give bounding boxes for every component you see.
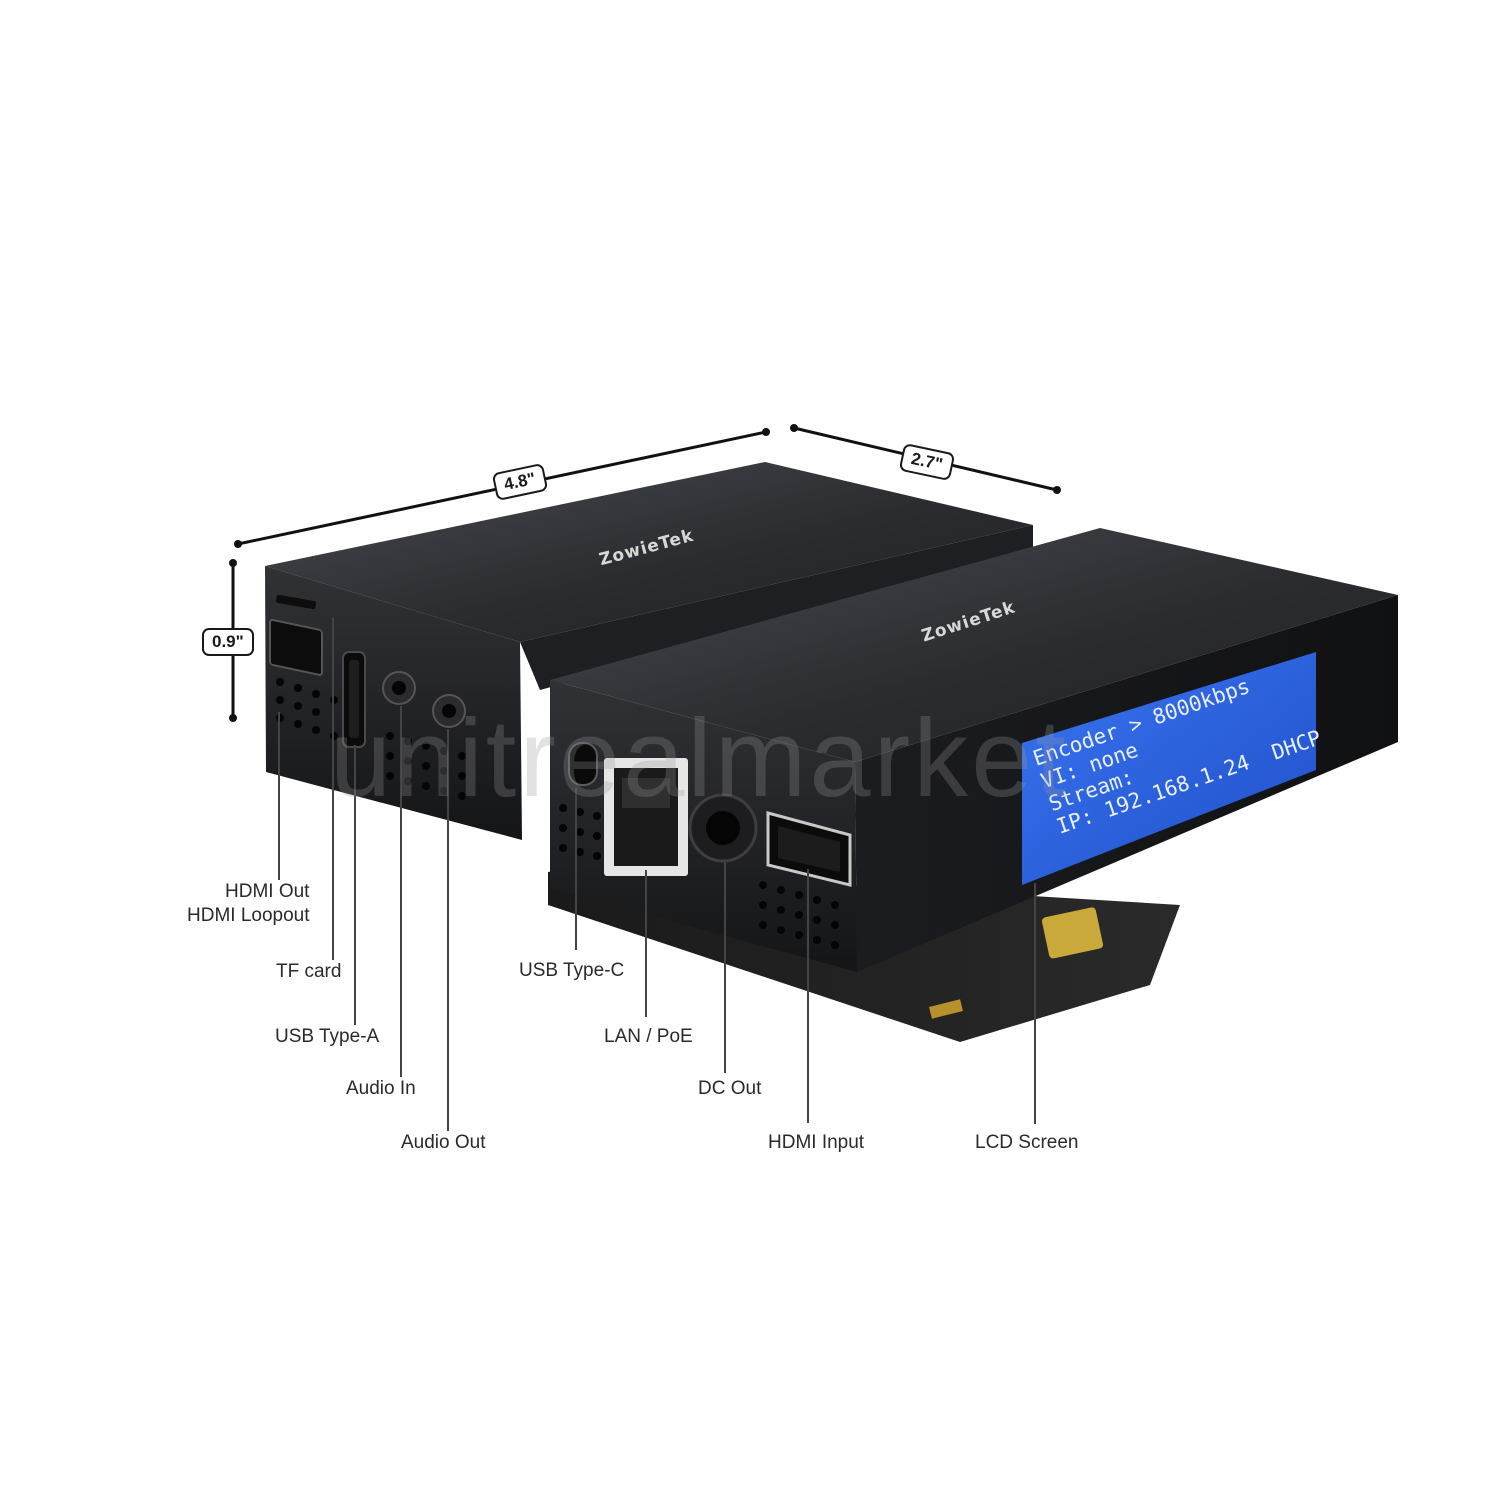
back-device <box>265 462 1033 840</box>
front-device <box>550 528 1398 972</box>
dimension-height: 0.9" <box>202 628 254 656</box>
lcd-screen <box>1022 652 1316 885</box>
label-lan-poe: LAN / PoE <box>604 1026 693 1047</box>
label-hdmi-out: HDMI Out <box>225 881 310 902</box>
leader-lines <box>278 618 1036 1131</box>
label-usb-type-a: USB Type-A <box>275 1026 380 1047</box>
usb-c-port <box>568 742 598 786</box>
label-lcd-screen: LCD Screen <box>975 1132 1079 1153</box>
label-usb-type-c: USB Type-C <box>519 960 625 981</box>
label-tf-card: TF card <box>276 961 342 982</box>
label-audio-out: Audio Out <box>401 1132 486 1153</box>
label-hdmi-loopout: HDMI Loopout <box>187 905 310 926</box>
label-audio-in: Audio In <box>346 1078 416 1099</box>
label-hdmi-input: HDMI Input <box>768 1132 865 1153</box>
label-dc-out: DC Out <box>698 1078 762 1099</box>
front-vents <box>559 804 839 949</box>
